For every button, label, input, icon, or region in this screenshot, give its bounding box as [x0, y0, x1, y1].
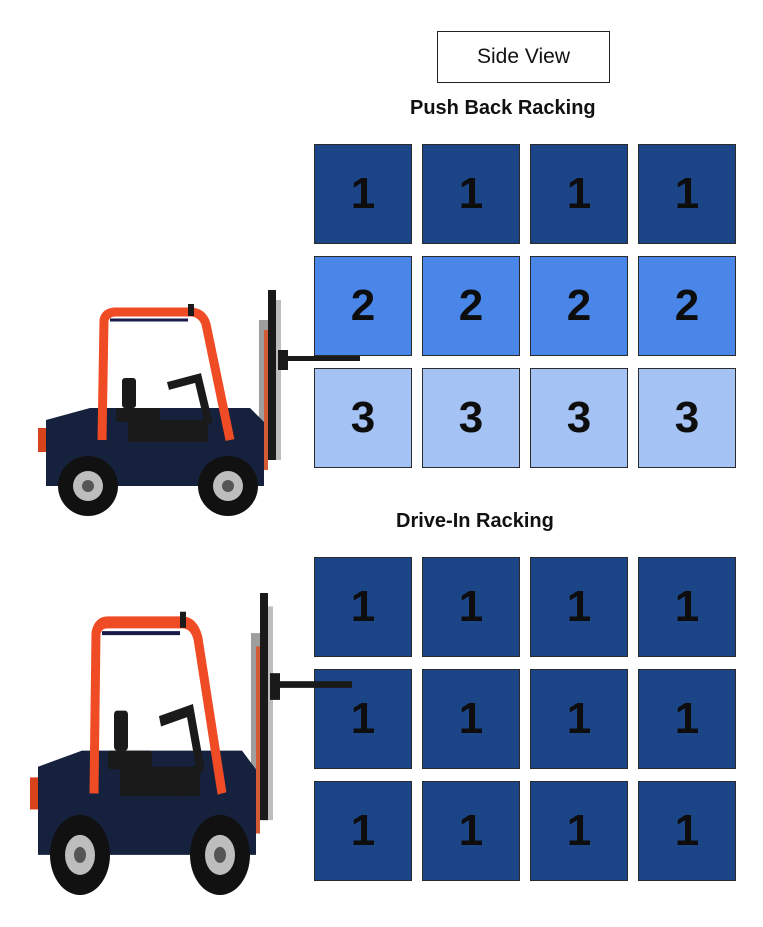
rack-cell: 1	[314, 557, 412, 657]
rack-cell: 1	[314, 781, 412, 881]
rack-cell: 1	[638, 669, 736, 769]
rack-cell: 3	[638, 368, 736, 468]
rack-cell: 3	[530, 368, 628, 468]
push-back-rack: 1 1 1 1 2 2 2 2 3 3 3 3	[314, 144, 736, 468]
side-view-label: Side View	[437, 31, 610, 83]
rack-cell: 2	[422, 256, 520, 356]
push-back-title: Push Back Racking	[410, 97, 596, 119]
rack-cell: 1	[530, 144, 628, 244]
rack-cell: 1	[638, 557, 736, 657]
rack-cell: 1	[422, 557, 520, 657]
rack-cell: 1	[530, 669, 628, 769]
rack-cell: 2	[530, 256, 628, 356]
drive-in-title: Drive-In Racking	[396, 510, 554, 532]
rack-cell: 2	[638, 256, 736, 356]
rack-cell: 1	[638, 781, 736, 881]
rack-cell: 1	[530, 557, 628, 657]
rack-cell: 3	[314, 368, 412, 468]
rack-cell: 1	[314, 669, 412, 769]
rack-cell: 1	[422, 669, 520, 769]
forklift-icon	[30, 593, 360, 903]
rack-cell: 1	[314, 144, 412, 244]
rack-cell: 1	[422, 781, 520, 881]
rack-cell: 2	[314, 256, 412, 356]
rack-cell: 3	[422, 368, 520, 468]
rack-cell: 1	[638, 144, 736, 244]
rack-cell: 1	[530, 781, 628, 881]
rack-cell: 1	[422, 144, 520, 244]
forklift-icon	[38, 290, 368, 522]
drive-in-rack: 1 1 1 1 1 1 1 1 1 1 1 1	[314, 557, 736, 881]
